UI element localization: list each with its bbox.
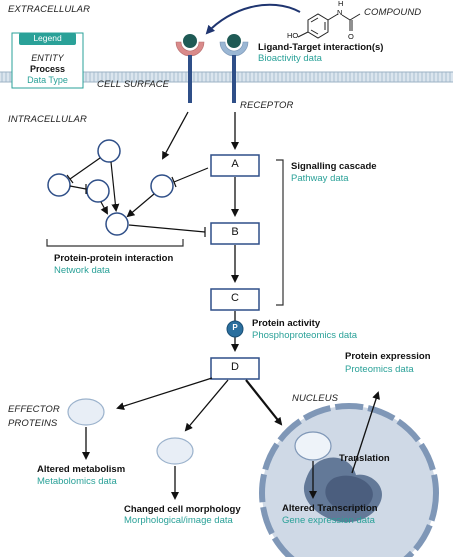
morphological-data-label: Morphological/image data	[124, 515, 233, 526]
legend-data-type: Data Type	[27, 75, 68, 85]
phospho-badge-icon	[226, 320, 244, 338]
ppi-node-left	[47, 173, 71, 197]
protein-expression-label: Protein expression	[345, 351, 431, 362]
phospho-badge-label: P	[232, 323, 238, 332]
cascade-node-b	[210, 222, 260, 245]
phosphoproteomics-data-label: Phosphoproteomics data	[252, 330, 358, 341]
ligand-2-icon	[227, 34, 241, 48]
receptor-blue-icon	[219, 41, 249, 103]
region-nucleus: NUCLEUS	[292, 393, 339, 404]
ppi-bracket	[46, 239, 184, 247]
morphology-label: Changed cell morphology	[124, 504, 241, 515]
proteomics-data-label: Proteomics data	[345, 364, 414, 375]
compound-label: COMPOUND	[364, 7, 422, 18]
cascade-label-d: D	[231, 361, 239, 373]
ppi-edge-right-bottom	[126, 193, 155, 218]
ppi-edge-top-left	[69, 157, 101, 180]
signalling-cascade-label: Signalling cascade	[291, 161, 377, 172]
pathway-data-label: Pathway data	[291, 173, 349, 184]
compound-structure-icon	[297, 13, 361, 39]
effector-label-line2: PROTEINS	[8, 418, 58, 429]
effector-protein-2	[156, 437, 194, 465]
ppi-node-mid	[86, 179, 110, 203]
cascade-label-c: C	[231, 292, 239, 304]
ligand-1-icon	[183, 34, 197, 48]
cascade-node-d	[210, 357, 260, 380]
legend-header	[19, 33, 76, 45]
transcription-label: Altered Transcription	[282, 503, 378, 514]
legend-title: Legend	[33, 33, 62, 43]
ppi-edge-mid-bottom	[100, 201, 108, 215]
cascade-label-b: B	[231, 226, 239, 238]
protein-activity-label: Protein activity	[252, 318, 321, 329]
binding-arrow	[205, 3, 301, 35]
region-intracellular: INTRACELLULAR	[8, 114, 87, 125]
compound-atom-h: H	[338, 0, 344, 8]
effector-label-line1: EFFECTOR	[8, 404, 60, 415]
compound-atom-ho: HO	[287, 31, 299, 40]
effector-protein-1	[67, 398, 105, 426]
ppi-edge-left-mid	[69, 185, 87, 190]
ppi-edge-bottom-b	[128, 224, 206, 233]
ppi-edge-a-right	[173, 167, 209, 183]
ppi-node-top	[97, 139, 121, 163]
signalling-bracket	[276, 159, 284, 306]
cascade-node-a	[210, 154, 260, 177]
cascade-label-a: A	[231, 158, 239, 170]
network-data-label: Network data	[54, 265, 110, 276]
ligand-target-label: Ligand-Target interaction(s)	[258, 42, 384, 53]
compound-atom-o: O	[348, 32, 354, 41]
bioactivity-data-label: Bioactivity data	[258, 53, 322, 64]
metabolomics-data-label: Metabolomics data	[37, 476, 117, 487]
transcription-factor	[294, 431, 332, 461]
arrow-d-nucleus	[245, 379, 283, 426]
compound-atom-n: N	[337, 8, 343, 17]
arrow-d-effector	[116, 377, 213, 410]
ppi-node-right	[150, 174, 174, 198]
ppi-label: Protein-protein interaction	[54, 253, 174, 264]
legend-entity: ENTITY	[31, 53, 64, 63]
region-cell-surface: CELL SURFACE	[97, 79, 170, 90]
arrow-d-morphology	[184, 379, 229, 432]
translation-label: Translation	[339, 453, 390, 464]
nucleus-icon	[259, 403, 439, 557]
receptor-label: RECEPTOR	[240, 100, 294, 111]
receptor-red-icon	[175, 41, 205, 103]
metabolism-label: Altered metabolism	[37, 464, 126, 475]
region-extracellular: EXTRACELLULAR	[8, 4, 91, 15]
cascade-node-c	[210, 288, 260, 311]
arrow-translation	[351, 391, 380, 474]
ppi-edge-top-bottom	[110, 161, 120, 212]
arrow-receptor-to-network	[162, 111, 189, 160]
ppi-node-bottom	[105, 212, 129, 236]
legend-process: Process	[29, 64, 66, 74]
gene-expression-data-label: Gene expression data	[282, 515, 375, 526]
